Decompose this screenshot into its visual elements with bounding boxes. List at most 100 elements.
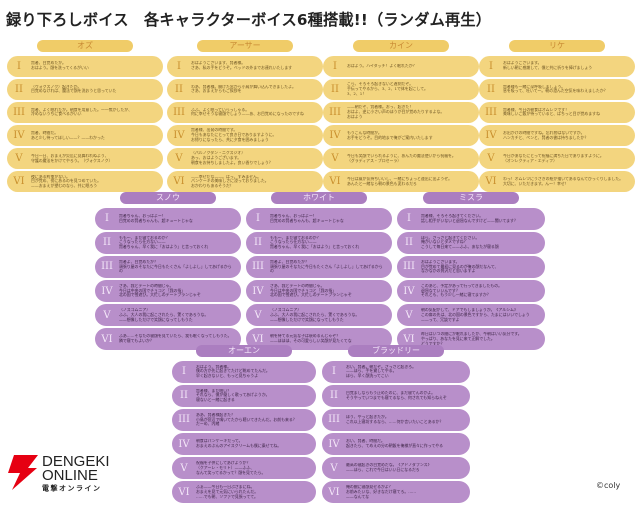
voice-line-text: このあと、予定があって行ってきましたもの。 退屈なていいんです？ それとも、もう… [421, 283, 503, 298]
character-name-header: オーエン [196, 345, 292, 357]
roman-numeral: II [405, 237, 413, 249]
voice-line-text: 俺の腕に寝顔見せるかよ？ お前みたいな、好きなだけ寝てろ。…… ——なんてな [346, 485, 417, 499]
roman-numeral: V [330, 462, 338, 474]
voice-line-text: さあ、我とデートの時間じゃ。 今日は中央の国でチョコと「我の指」 北の国で雪遊び… [119, 283, 201, 298]
roman-numeral: II [15, 83, 23, 95]
logo-sub: 電撃オンライン [42, 484, 102, 493]
voice-line-item: III 賢者よ、目覚めたか？ 頑張り屋のそなたに今日もたくさん「よしよし」してあげ… [246, 256, 392, 278]
voice-line-item: VI——幸せだな——。はっ、すみません。 パンケーキの美味しさに浸っておりました… [167, 171, 323, 192]
voice-line-text: 賢者よ、目覚めたか？ 頑張り屋のそなたに今日もたくさん「よしよし」してあげるから… [270, 259, 383, 274]
roman-numeral: II [180, 390, 188, 402]
voice-line-text: ふぁ——今日も一日ぶさまにね。 おまえを見て元気にいられたんだ。 ……でも朝、ソ… [196, 485, 259, 499]
roman-numeral: I [17, 60, 21, 72]
character-name-header: ミスラ [423, 192, 519, 204]
voice-line-text: さあ、我とデートの時間じゃ。 今日は中央の国でチョコと「我の指」 北の国で雪遊び… [270, 283, 352, 298]
character-name-header: アーサー [197, 40, 293, 52]
roman-numeral: III [485, 106, 497, 118]
roman-numeral: II [487, 83, 495, 95]
logo-line1: DENGEKI [42, 453, 110, 470]
roman-numeral: IV [252, 285, 264, 297]
roman-numeral: I [332, 366, 336, 378]
voice-line-text: こら、そろそろ起きないと遅刻だぞ。 手伝ってやるから、3、2、1で体を起こして。… [347, 82, 428, 96]
roman-numeral: II [175, 83, 183, 95]
voice-line-text: 朝食はパンケーキだって。 おまえのぶんのアイスクリームも僕に乗せてね。 [196, 439, 282, 449]
roman-numeral: VI [485, 176, 497, 188]
roman-numeral: V [15, 153, 23, 165]
roman-numeral: IV [101, 285, 113, 297]
roman-numeral: IV [485, 130, 497, 142]
voice-line-item: V （ノスコムニア） ふふ、大人の我に起こされたら、驚くであろうな。 ——想像した… [95, 304, 241, 326]
voice-line-text: おはようございます、賢者様。 さあ、私の手をどうぞ。ベッドの外までお連れいたしま… [191, 61, 293, 71]
voice-line-text: おはよう、賢者様。 僕の方が先に起きてたけど眺めてたんだ。 早く起きないと、もっ… [196, 364, 270, 379]
voice-line-text: もも～、まだ寝ておるのか？ こうなったら仕方ない—— 賢者ちゃん、早く我に「おは… [270, 235, 360, 250]
voice-line-item: VI 朝を待てる元気な子は褒めるんじゃぞ？ ——ほほほ、その可愛らしい笑顔が見たく… [246, 328, 392, 350]
voice-line-text: 賢者よ、目覚めたか？ 頑張り屋のそなたに今日もたくさん「よしよし」してあげるから… [119, 259, 232, 274]
roman-numeral: VI [328, 486, 340, 498]
page-title: 録り下ろしボイス 各キャラクターボイス6種搭載!!（ランダム再生） [6, 11, 492, 29]
voice-line-text: おはようございます。 目が覚めて最初に見るのが俺の顔だなんて、 なかなかの贅沢だ… [421, 259, 499, 274]
roman-numeral: VI [252, 333, 264, 345]
voice-line-item: I おい、賢者。朝だぞ。さっさと起きろ。 ——ほら、手を貸してやる。 ほら、早く顔… [322, 361, 470, 383]
roman-numeral: I [256, 213, 260, 225]
voice-line-item: II （ヴォクスノク）起きたか。 目覚めなければ、魔法で顔を洗おうと思っていた [7, 79, 163, 100]
voice-line-text: 今日があなたにとって祝福に満ちた日でありますように。 （オンレクティア・エディフ… [503, 153, 604, 163]
roman-numeral: V [175, 153, 183, 165]
voice-line-text: ——朝だぞ、賢者様。おっ、起きた！ おはよ、逆に小さい声のほうが目が覚めたりする… [347, 105, 445, 119]
voice-line-item: III——朝だぞ、賢者様。おっ、起きた！ おはよ、逆に小さい声のほうが目が覚めた… [323, 102, 479, 123]
roman-numeral: V [103, 309, 111, 321]
dengeki-online-logo: DENGEKI ONLINE 電撃オンライン [8, 453, 110, 493]
voice-line-text: おはようございます。 新しい朝に感謝して、僕と共に祈りを捧げましょう [503, 61, 593, 71]
roman-numeral: III [101, 261, 113, 273]
voice-line-text: おい、賢者。朝だぞ。さっさと起きろ。 ——ほら、手を貸してやる。 ほら、早く顔洗… [346, 364, 417, 379]
roman-numeral: V [254, 309, 262, 321]
voice-line-text: （ヴォクスノク）起きたか。 目覚めなければ、魔法で顔を洗おうと思っていた [31, 84, 117, 94]
voice-line-text: もうこんな時間か。 お手をどうぞ。目的地まで俺がご案内いたします [347, 130, 433, 140]
voice-line-text: ほう、やっと起きたか。 これ以上寝坊するなら、……何か言いたいことあるか？ [346, 415, 444, 424]
voice-line-item: II ほら、さっさと起きてください。 俺がいないとダメですね？ こうして毎日来て—… [397, 232, 545, 254]
voice-line-text: （ノスコムニア） ふふ、大人の我に起こされたら、驚くであろうな。 ——想像しただ… [119, 307, 209, 322]
voice-line-text: 賢者、時間だ。 あと少し待ってほしい——？——わかった [31, 130, 105, 140]
roman-numeral: VI [101, 333, 113, 345]
voice-line-text: 賢者、よく眠れたか。朝食を用意した。一一焦がしたが、 冷めないうちに食べるがいい [31, 107, 132, 117]
voice-line-text: ——幸せだな——。はっ、すみません。 パンケーキの美味しさに浸っておりました。 … [191, 174, 269, 189]
voice-line-text: ほら、さっさと起きてください。 俺がいないとダメですね？ こうして毎日来て——ふ… [421, 235, 499, 250]
roman-numeral: V [331, 153, 339, 165]
roman-numeral: I [105, 213, 109, 225]
voice-line-item: IV さあ、我とデートの時間じゃ。 今日は中央の国でチョコと「我の指」 北の国で雪… [246, 280, 392, 302]
voice-line-text: おはよう。ハイタッチ！よく眠れたか？ [347, 63, 417, 68]
voice-line-text: （パルノクタン・ニクスジオ） あっ、おはようございます。 朝食をお持ちしましたよ… [191, 151, 273, 166]
voice-line-item: V（ノスコムニア） ふふ、大人の我に起こされたら、驚くであろうな。 ——想像した… [246, 304, 392, 326]
roman-numeral: II [254, 237, 262, 249]
character-name-header: オズ [37, 40, 133, 52]
roman-numeral: VI [403, 333, 415, 345]
voice-line-text: 賢者様、そろそろ起きてください。 話し相手がいないと退屈なんですけど——聞いてま… [421, 213, 518, 223]
voice-line-text: 朝を待てる元気な子は褒めるんじゃぞ？ ——ほほほ、その可愛らしい笑顔が見たくてな [270, 334, 352, 344]
voice-line-text: わっ！オムレツにうさぎの絵が描いてあるなんてびっくりしました。 大切に、いただき… [503, 176, 624, 186]
roman-numeral: III [252, 261, 264, 273]
